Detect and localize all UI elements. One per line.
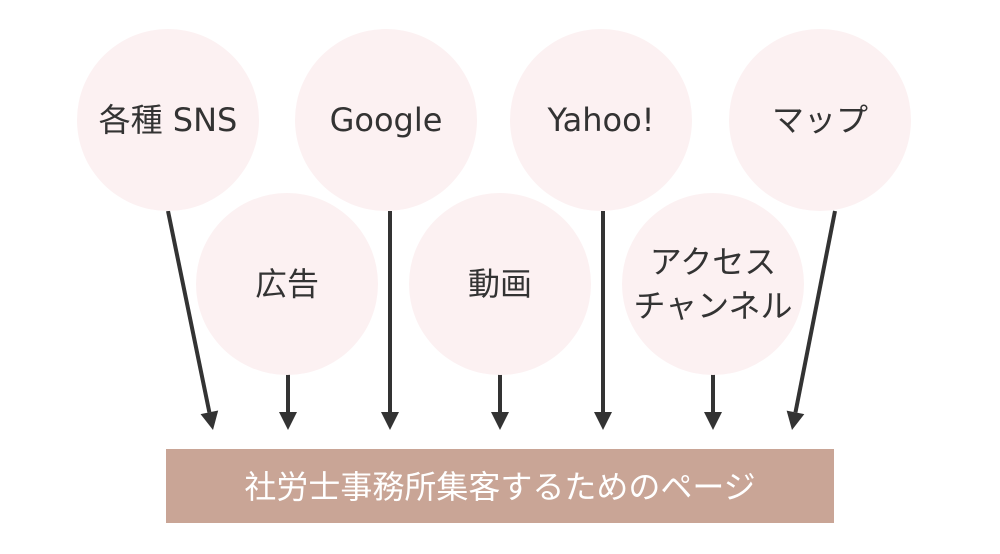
node-label-sns: 各種 SNS [99, 101, 238, 139]
node-label-google: Google [330, 101, 443, 139]
target-page-box [166, 449, 834, 523]
arrows-layer [166, 210, 837, 430]
node-ads: 広告 [196, 193, 378, 375]
node-circle-map [729, 29, 911, 211]
target-page-label: 社労士事務所集客するためのページ [244, 468, 755, 506]
arrowhead-sns [200, 410, 219, 430]
node-circle-yahoo [510, 29, 692, 211]
arrowhead-access [704, 412, 722, 430]
node-video: 動画 [409, 193, 591, 375]
arrowhead-google [381, 412, 399, 430]
arrow-sns [166, 210, 212, 413]
node-circle-ads [196, 193, 378, 375]
arrowhead-ads [279, 412, 297, 430]
node-sns: 各種 SNS [77, 29, 259, 211]
arrow-map [793, 210, 837, 413]
node-yahoo: Yahoo! [510, 29, 692, 211]
node-google: Google [295, 29, 477, 211]
node-label-yahoo: Yahoo! [546, 101, 654, 139]
arrowhead-yahoo [594, 412, 612, 430]
node-label-video: 動画 [468, 265, 532, 303]
node-label-map: マップ [772, 101, 868, 139]
node-circle-google [295, 29, 477, 211]
node-circle-access [622, 193, 804, 375]
node-map: マップ [729, 29, 911, 211]
node-circle-sns [77, 29, 259, 211]
arrowhead-video [491, 412, 509, 430]
node-label-ads: 広告 [255, 265, 319, 303]
node-label-access: アクセス [650, 243, 776, 281]
node-circle-video [409, 193, 591, 375]
node-label-access: チャンネル [633, 287, 792, 325]
target-layer: 社労士事務所集客するためのページ [166, 449, 834, 523]
arrowhead-map [786, 410, 805, 430]
